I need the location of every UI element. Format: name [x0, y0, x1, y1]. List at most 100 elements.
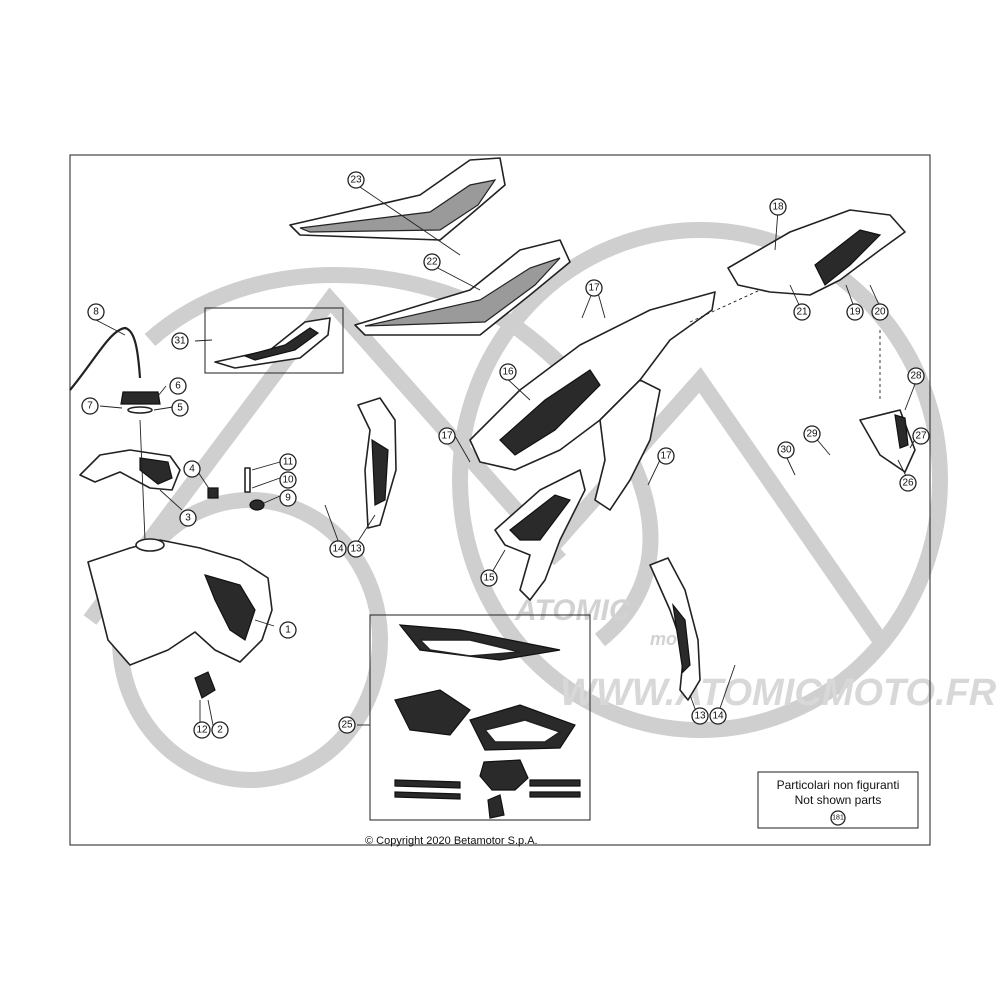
svg-text:25: 25: [341, 720, 353, 731]
part-fuel-cap: [120, 391, 161, 405]
callout-10: 10: [279, 471, 297, 489]
svg-text:6: 6: [175, 381, 181, 392]
copyright-notice: © Copyright 2020 Betamotor S.p.A.: [365, 835, 538, 847]
svg-text:13: 13: [350, 544, 362, 555]
callout-17-right: 17: [657, 447, 675, 465]
svg-text:22: 22: [426, 257, 438, 268]
callout-23: 23: [347, 171, 365, 189]
svg-text:1: 1: [285, 625, 291, 636]
callout-3: 3: [179, 509, 197, 527]
callout-25: 25: [338, 716, 356, 734]
callouts: 1 2 3 4 5 6 7 8 9 10 11 12 13 14 13 14 1…: [81, 171, 930, 739]
callout-16: 16: [499, 363, 517, 381]
note-line-en: Not shown parts: [795, 793, 882, 807]
svg-text:2: 2: [217, 725, 223, 736]
svg-text:28: 28: [910, 371, 922, 382]
part-tail-section: [727, 209, 906, 296]
callout-8: 8: [87, 303, 105, 321]
decal-front-plate: [479, 759, 529, 791]
decal-tank-right-white: [484, 719, 561, 743]
watermark-logo: ATOMIC: [514, 594, 632, 627]
part-rear-fender-shadow: [499, 369, 601, 456]
callout-9: 9: [279, 489, 297, 507]
part-fuel-tap: [194, 671, 216, 699]
svg-text:17: 17: [588, 283, 600, 294]
part-seat-base: [214, 317, 331, 369]
callout-21: 21: [793, 303, 811, 321]
not-shown-parts-note: Particolari non figuranti Not shown part…: [757, 771, 919, 829]
svg-text:3: 3: [185, 513, 191, 524]
callout-20: 20: [871, 303, 889, 321]
callout-13-right: 13: [691, 707, 709, 725]
callout-19: 19: [846, 303, 864, 321]
part-plate-holder-edge: [894, 414, 909, 449]
decal-stripes-left: [394, 779, 461, 800]
callout-14-left: 14: [329, 540, 347, 558]
svg-text:17: 17: [660, 451, 672, 462]
callout-14-right: 14: [709, 707, 727, 725]
callout-15: 15: [480, 569, 498, 587]
callout-17-top: 17: [585, 279, 603, 297]
svg-text:5: 5: [177, 403, 183, 414]
callout-22: 22: [423, 253, 441, 271]
part-seat-base-inner: [243, 327, 320, 361]
svg-text:23: 23: [350, 175, 362, 186]
svg-text:8: 8: [93, 307, 99, 318]
part-seat-stripe: [364, 257, 561, 327]
part-seat-cover-stripe: [299, 179, 497, 233]
svg-text:12: 12: [196, 725, 208, 736]
callout-4: 4: [183, 460, 201, 478]
callout-18: 18: [769, 198, 787, 216]
callout-2: 2: [211, 721, 229, 739]
svg-text:21: 21: [796, 307, 808, 318]
callout-181: 181: [830, 810, 846, 826]
decal-tank-left-white: [419, 639, 521, 657]
svg-text:18: 18: [772, 202, 784, 213]
decal-stripes-right: [529, 779, 581, 798]
decal-side-left: [394, 689, 471, 736]
callout-27: 27: [912, 427, 930, 445]
part-breather-hose: [69, 326, 142, 391]
part-frame-guard-right-inner: [672, 602, 691, 674]
watermark: ATOMIC moto WWW.ATOMICMOTO.FR: [83, 222, 997, 788]
svg-text:17: 17: [441, 431, 453, 442]
svg-text:14: 14: [332, 544, 344, 555]
diagram-frame: [69, 154, 931, 846]
part-seat: [354, 239, 571, 336]
svg-text:30: 30: [780, 445, 792, 456]
callout-28: 28: [907, 367, 925, 385]
part-tail-section-panel: [814, 229, 882, 286]
callout-30: 30: [777, 441, 795, 459]
svg-text:7: 7: [87, 401, 93, 412]
callout-7: 7: [81, 397, 99, 415]
svg-text:19: 19: [849, 307, 861, 318]
svg-text:31: 31: [174, 336, 186, 347]
note-line-it: Particolari non figuranti: [777, 778, 900, 792]
callout-26: 26: [899, 474, 917, 492]
part-side-panel-stripe: [509, 494, 571, 541]
svg-text:15: 15: [483, 573, 495, 584]
part-fuel-tank: [87, 539, 273, 666]
svg-text:9: 9: [285, 493, 291, 504]
callout-12: 12: [193, 721, 211, 739]
part-clip: [207, 487, 219, 499]
svg-text:14: 14: [712, 711, 724, 722]
svg-text:4: 4: [189, 464, 195, 475]
part-tank-neck: [135, 538, 165, 552]
callout-6: 6: [169, 377, 187, 395]
part-screw: [244, 467, 251, 493]
svg-text:11: 11: [283, 457, 294, 468]
part-fuel-tank-shadow: [203, 574, 256, 641]
svg-text:20: 20: [874, 307, 886, 318]
callout-31: 31: [171, 332, 189, 350]
watermark-site: WWW.ATOMICMOTO.FR: [560, 672, 997, 714]
callout-1: 1: [279, 621, 297, 639]
svg-text:10: 10: [282, 475, 294, 486]
svg-text:16: 16: [502, 367, 514, 378]
part-side-panel-rear: [594, 379, 661, 511]
svg-text:27: 27: [915, 431, 927, 442]
decal-fork-guard: [487, 794, 505, 819]
part-frame-guard-left-inner: [371, 438, 389, 506]
callout-17-left: 17: [438, 427, 456, 445]
